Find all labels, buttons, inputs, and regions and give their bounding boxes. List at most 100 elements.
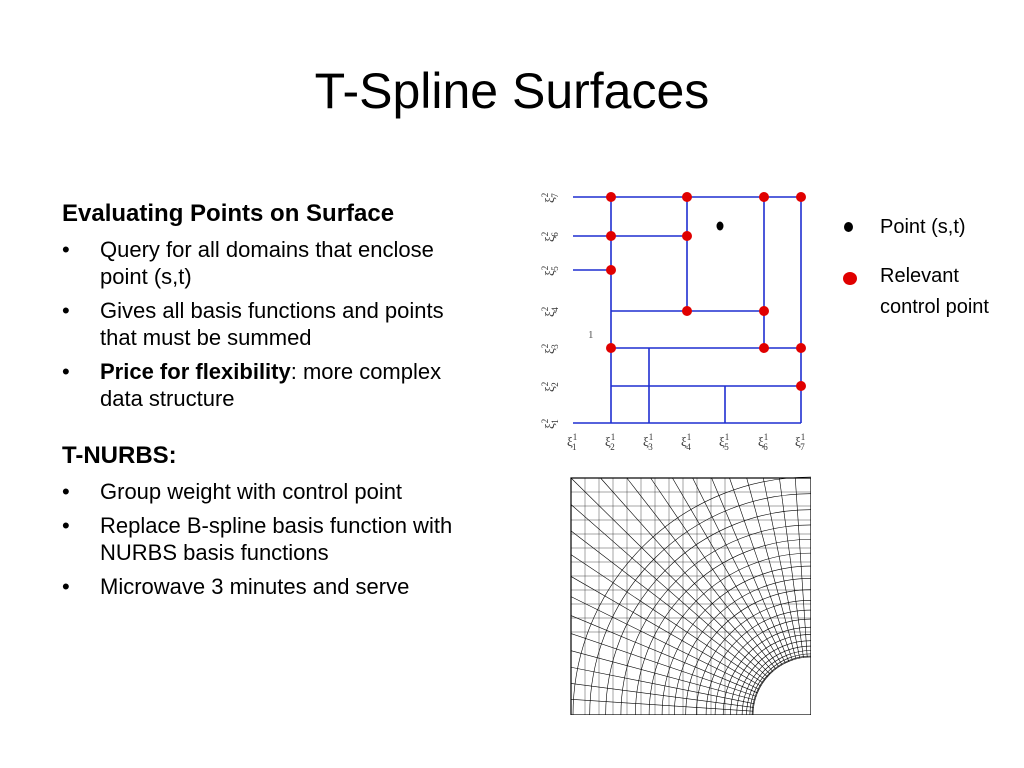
evaluation-point — [716, 221, 724, 231]
mesh-line — [572, 476, 811, 715]
mesh-line — [751, 655, 811, 715]
y-knot-label: ξ21 — [540, 419, 560, 429]
bullet-text: Query for all domains that enclose point… — [100, 237, 434, 289]
control-point — [759, 343, 769, 353]
y-knot-label: ξ26 — [540, 232, 560, 242]
bullet-text: Replace B-spline basis function with NUR… — [100, 513, 453, 565]
y-knot-label: ξ25 — [540, 266, 560, 276]
list-item: • Microwave 3 minutes and serve — [62, 573, 482, 600]
control-point — [682, 192, 692, 202]
control-point — [682, 306, 692, 316]
list-item: • Group weight with control point — [62, 478, 482, 505]
section-heading-tnurbs: T-NURBS: — [62, 442, 177, 469]
mesh-line — [605, 509, 811, 715]
mesh-line — [648, 552, 811, 715]
legend: Point (s,t) Relevant control point — [840, 212, 1010, 323]
bullet-list-evaluating: • Query for all domains that enclose poin… — [62, 236, 482, 412]
control-point — [606, 231, 616, 241]
legend-item-control: Relevant control point — [840, 261, 1010, 323]
mesh-line — [746, 477, 797, 660]
section-heading-evaluating: Evaluating Points on Surface — [62, 200, 395, 227]
bullet-icon: • — [62, 479, 70, 504]
control-point — [796, 343, 806, 353]
mesh-line — [730, 634, 811, 715]
y-knot-label: ξ27 — [540, 193, 560, 203]
mesh-line — [762, 477, 800, 659]
mesh-line — [570, 576, 761, 687]
mesh-line — [650, 477, 780, 667]
mesh-line — [635, 539, 811, 715]
bullet-icon: • — [62, 298, 70, 323]
mesh-line — [570, 650, 756, 701]
mesh-line — [600, 477, 773, 672]
mesh-line — [696, 600, 811, 715]
mesh-line — [570, 615, 758, 694]
control-point — [796, 192, 806, 202]
bullet-icon: • — [62, 513, 70, 538]
bullet-icon: • — [62, 359, 70, 384]
mesh-line — [705, 609, 811, 715]
mesh-line — [570, 554, 763, 684]
y-knot-label: ξ24 — [540, 307, 560, 317]
mesh-border — [570, 477, 811, 715]
mesh-line — [661, 565, 811, 715]
mesh-line — [570, 530, 766, 680]
bullet-icon: • — [62, 237, 70, 262]
bullet-text: Group weight with control point — [100, 479, 403, 504]
region-label: 1 — [588, 329, 594, 341]
mesh-line — [685, 589, 811, 715]
t-spline-mesh-image — [570, 476, 811, 715]
list-item: • Price for flexibility: more complex dat… — [62, 358, 482, 412]
mesh-line — [794, 477, 808, 658]
list-item: • Gives all basis functions and points th… — [62, 297, 482, 351]
legend-label-control: Relevant control point — [880, 265, 989, 318]
control-point-marker-icon — [843, 272, 857, 285]
mesh-line — [711, 477, 790, 662]
mesh-line — [673, 577, 811, 715]
y-knot-label: ξ23 — [540, 344, 560, 354]
mesh-line — [746, 650, 811, 715]
list-item: • Replace B-spline basis function with NU… — [62, 512, 482, 566]
mesh-line — [749, 653, 811, 715]
hole — [755, 659, 811, 715]
mesh-line — [752, 656, 811, 715]
legend-item-point: Point (s,t) — [840, 212, 1010, 243]
bullet-list-tnurbs: • Group weight with control point • Replac… — [62, 478, 482, 600]
mesh-line — [672, 477, 783, 665]
mesh-line — [589, 493, 811, 715]
control-point — [759, 306, 769, 316]
bullet-icon: • — [62, 574, 70, 599]
mesh-line — [570, 596, 760, 690]
mesh-line — [570, 698, 754, 712]
bullet-text: Gives all basis functions and points tha… — [100, 298, 444, 350]
mesh-line — [570, 504, 768, 677]
mesh-line — [729, 477, 793, 661]
control-point — [682, 231, 692, 241]
control-point — [606, 265, 616, 275]
bullet-text: Microwave 3 minutes and serve — [100, 574, 410, 599]
bullet-text: : more complex data structure — [100, 359, 442, 411]
control-point — [759, 192, 769, 202]
mesh-line — [570, 666, 755, 704]
mesh-line — [779, 477, 804, 658]
text-column: Evaluating Points on Surface • Query for … — [62, 200, 482, 607]
mesh-line — [570, 683, 754, 708]
slide-title: T-Spline Surfaces — [314, 63, 710, 119]
control-point — [606, 192, 616, 202]
mesh-line — [570, 633, 757, 697]
mesh-line — [736, 640, 811, 715]
control-point — [606, 343, 616, 353]
mesh-line — [714, 618, 811, 715]
control-point — [796, 381, 806, 391]
mesh-line — [741, 645, 811, 715]
y-knot-label: ξ22 — [540, 382, 560, 392]
mesh-line — [620, 524, 811, 715]
point-marker-icon — [844, 222, 853, 232]
bullet-text-bold: Price for flexibility — [100, 359, 291, 384]
